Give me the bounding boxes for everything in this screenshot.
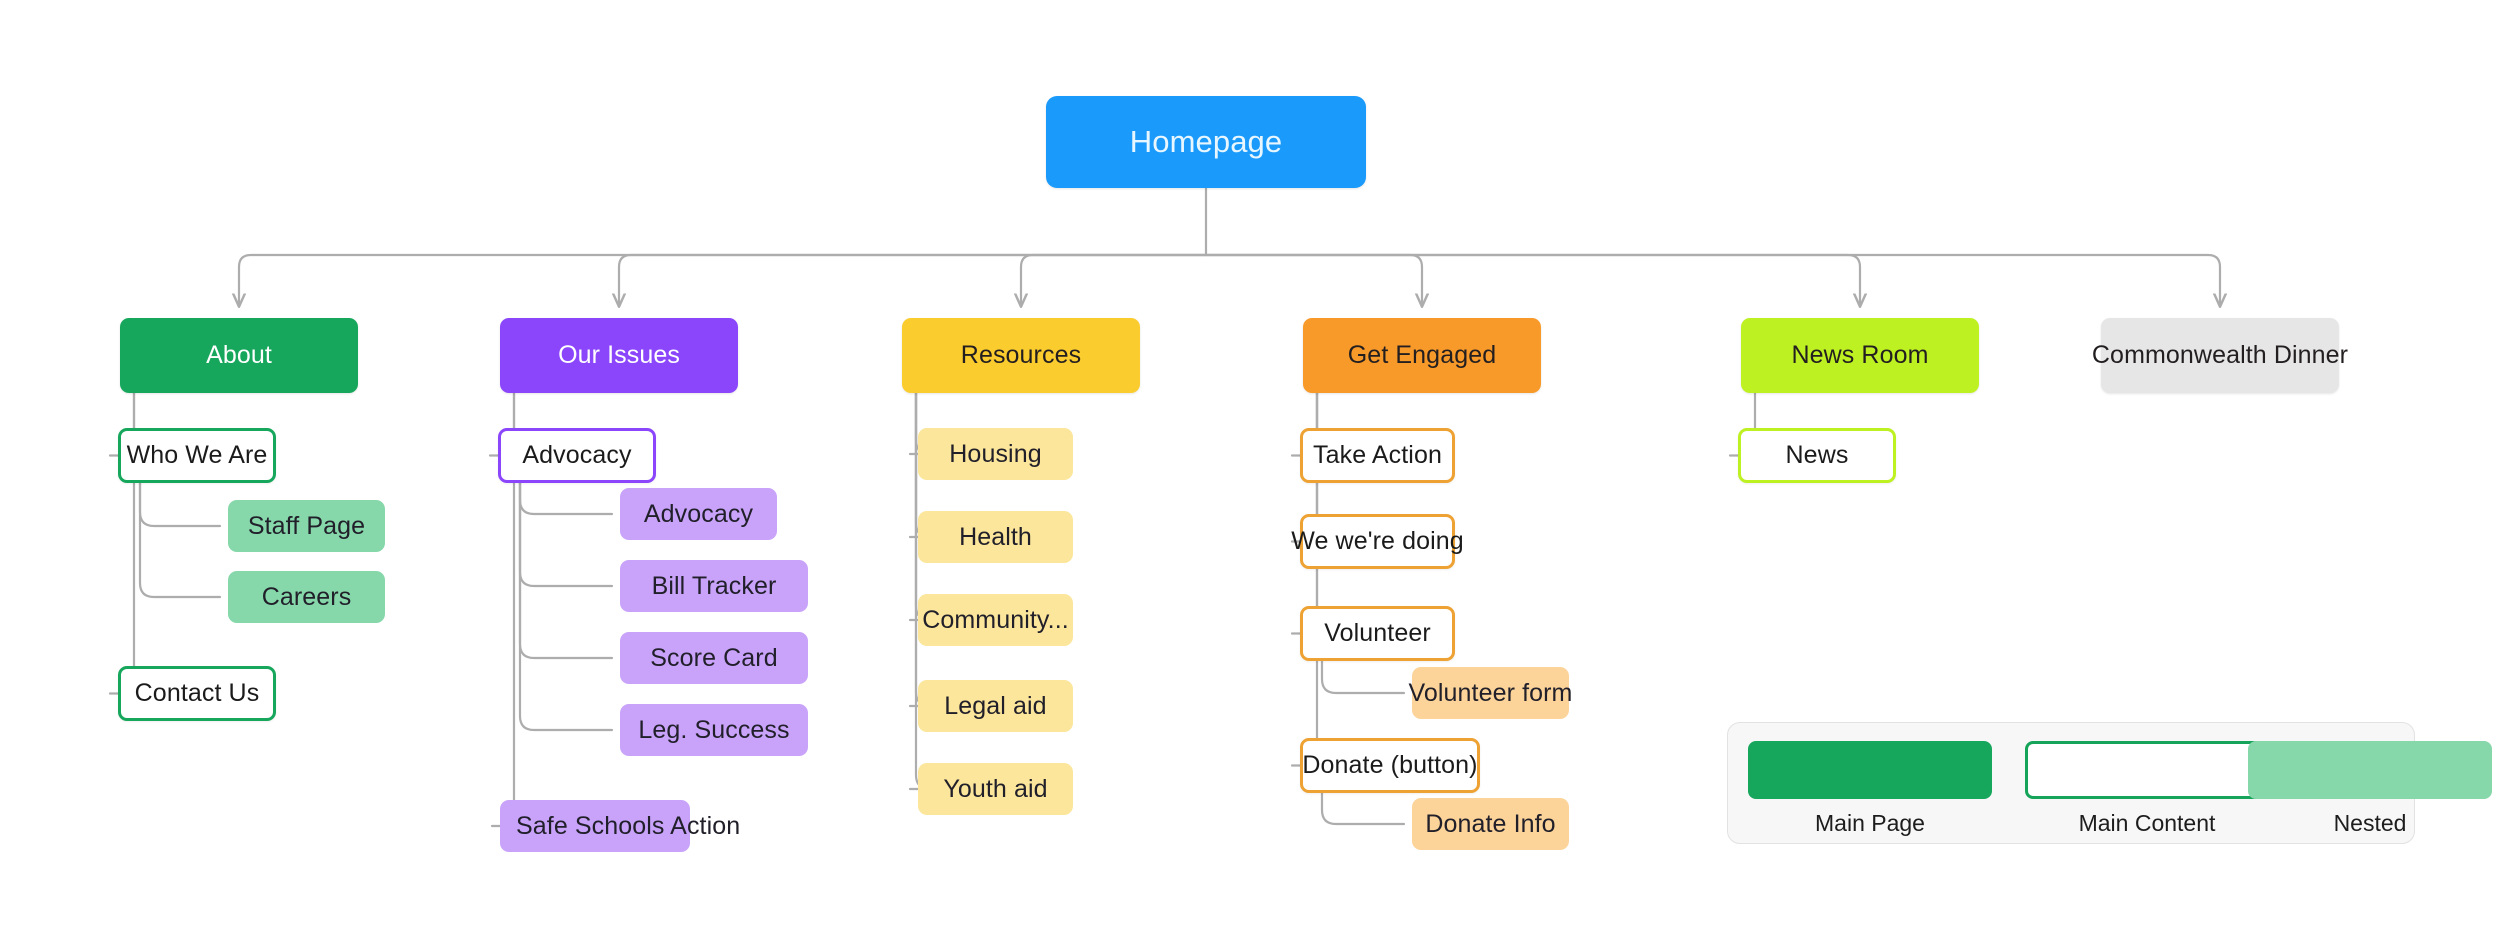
node-label: Score Card xyxy=(650,643,778,672)
node-label: We we're doing xyxy=(1291,527,1464,556)
node-homepage[interactable]: Homepage xyxy=(1046,96,1366,188)
node-volunteer[interactable]: Volunteer xyxy=(1300,606,1455,661)
node-community[interactable]: Community... xyxy=(918,594,1073,646)
node-contact-us[interactable]: Contact Us xyxy=(118,666,276,721)
node-label: Who We Are xyxy=(126,441,268,470)
node-label: Resources xyxy=(960,341,1082,370)
node-label: News xyxy=(1785,441,1849,470)
node-label: Donate Info xyxy=(1425,809,1556,838)
node-label: Advocacy xyxy=(643,499,754,528)
node-advocacy[interactable]: Advocacy xyxy=(620,488,777,540)
node-volunteer-form[interactable]: Volunteer form xyxy=(1409,667,1572,719)
legend-item-main-page: Main Page xyxy=(1748,741,1992,837)
legend-label-main-content: Main Content xyxy=(2078,810,2216,836)
node-news-room[interactable]: News Room xyxy=(1741,318,1979,393)
node-label: Bill Tracker xyxy=(651,571,777,600)
node-label: Community... xyxy=(922,605,1069,634)
node-label: Staff Page xyxy=(247,511,366,540)
legend-label-main-page: Main Page xyxy=(1815,810,1925,836)
node-label: Contact Us xyxy=(134,679,260,708)
node-commonwealth-dinner[interactable]: Commonwealth Dinner xyxy=(2092,318,2348,393)
node-label: Safe Schools Action xyxy=(516,811,741,840)
node-staff-page[interactable]: Staff Page xyxy=(228,500,385,552)
node-label: Legal aid xyxy=(944,691,1047,720)
node-label: Commonwealth Dinner xyxy=(2091,341,2349,370)
node-label: Homepage xyxy=(1129,124,1283,160)
node-leg-success[interactable]: Leg. Success xyxy=(620,704,808,756)
node-youth-aid[interactable]: Youth aid xyxy=(918,763,1073,815)
node-legal-aid[interactable]: Legal aid xyxy=(918,680,1073,732)
legend-label-nested: Nested xyxy=(2333,810,2407,836)
node-label: Our Issues xyxy=(558,341,680,370)
node-get-engaged[interactable]: Get Engaged xyxy=(1303,318,1541,393)
node-label: Youth aid xyxy=(943,774,1048,803)
node-about[interactable]: About xyxy=(120,318,358,393)
node-label: News Room xyxy=(1791,341,1929,370)
node-safe-schools-action[interactable]: Safe Schools Action xyxy=(500,800,740,852)
legend-item-nested: Nested xyxy=(2248,741,2492,837)
node-housing[interactable]: Housing xyxy=(918,428,1073,480)
node-label: Leg. Success xyxy=(638,715,790,744)
node-label: Take Action xyxy=(1313,441,1442,470)
legend-swatch-nested xyxy=(2248,741,2492,799)
node-label: Volunteer form xyxy=(1408,678,1573,707)
node-label: Volunteer xyxy=(1324,619,1431,648)
node-label: Health xyxy=(959,522,1032,551)
node-advocacy[interactable]: Advocacy xyxy=(498,428,656,483)
node-donate-info[interactable]: Donate Info xyxy=(1412,798,1569,850)
legend-swatch-main-page xyxy=(1748,741,1992,799)
node-news[interactable]: News xyxy=(1738,428,1896,483)
node-label: Housing xyxy=(949,439,1042,468)
legend-swatch-main-content xyxy=(2025,741,2269,799)
node-donate-button[interactable]: Donate (button) xyxy=(1300,738,1480,793)
node-resources[interactable]: Resources xyxy=(902,318,1140,393)
node-label: Get Engaged xyxy=(1347,341,1497,370)
legend-panel: Main Page Main Content Nested xyxy=(1727,722,2492,844)
node-our-issues[interactable]: Our Issues xyxy=(500,318,738,393)
node-health[interactable]: Health xyxy=(918,511,1073,563)
node-we-we-re-doing[interactable]: We we're doing xyxy=(1291,514,1464,569)
node-take-action[interactable]: Take Action xyxy=(1300,428,1455,483)
node-label: Donate (button) xyxy=(1302,751,1478,780)
node-label: About xyxy=(206,341,272,370)
node-score-card[interactable]: Score Card xyxy=(620,632,808,684)
node-label: Careers xyxy=(261,582,352,611)
node-careers[interactable]: Careers xyxy=(228,571,385,623)
node-who-we-are[interactable]: Who We Are xyxy=(118,428,276,483)
legend-item-main-content: Main Content xyxy=(2025,741,2269,837)
node-label: Advocacy xyxy=(522,441,632,470)
node-bill-tracker[interactable]: Bill Tracker xyxy=(620,560,808,612)
